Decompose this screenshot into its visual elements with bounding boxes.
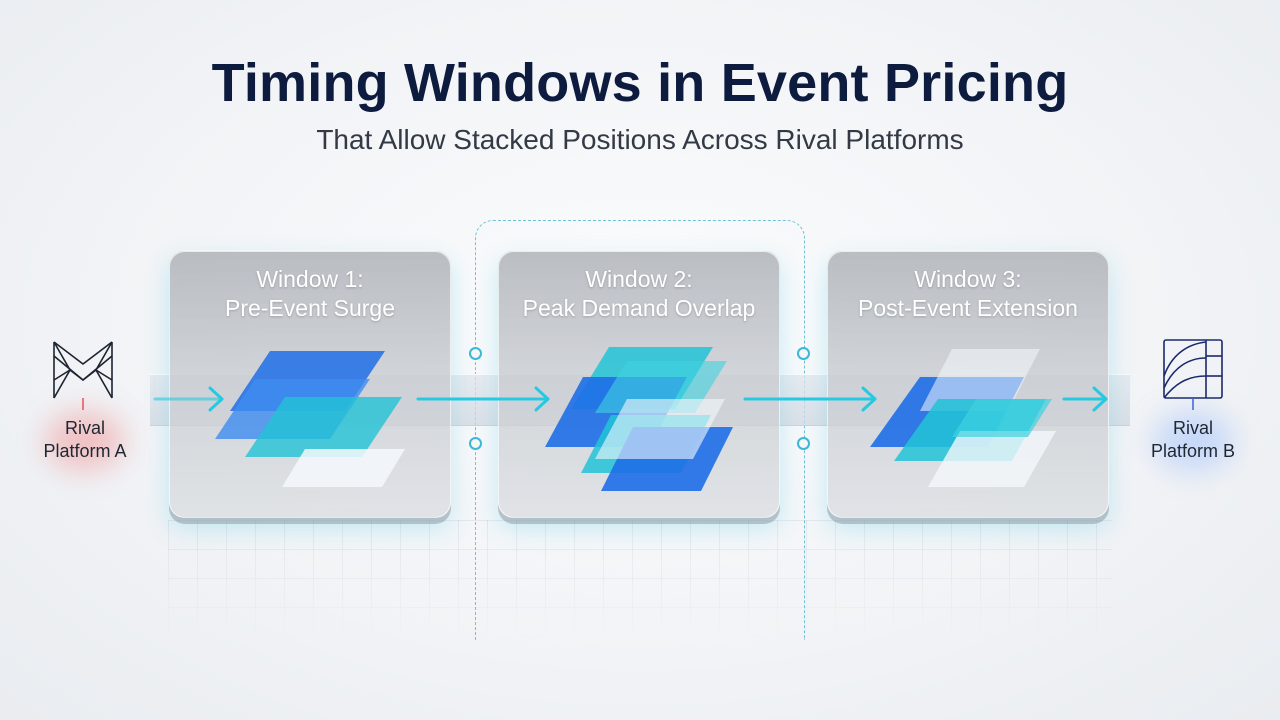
- platform-b: Rival Platform B: [1128, 336, 1258, 471]
- quarter-circle-frame-icon: [1163, 339, 1223, 410]
- window-3-line2: Post-Event Extension: [858, 295, 1078, 321]
- platform-a: Rival Platform A: [20, 336, 150, 471]
- platform-a-line1: Rival: [64, 418, 105, 438]
- stacked-layers-icon: [215, 351, 405, 487]
- window-1-title: Window 1: Pre-Event Surge: [170, 265, 450, 323]
- platform-b-glow: [1153, 411, 1233, 471]
- window-1-line2: Pre-Event Surge: [224, 295, 396, 321]
- window-card-2: Window 2: Peak Demand Overlap: [498, 250, 780, 518]
- platform-b-line2: Platform B: [1150, 441, 1236, 461]
- window-2-line1: Window 2:: [585, 266, 693, 292]
- platform-b-label: Rival Platform B: [1128, 417, 1258, 463]
- diagram-subtitle: That Allow Stacked Positions Across Riva…: [316, 124, 964, 155]
- window-card-3: Window 3: Post-Event Extension: [827, 250, 1109, 518]
- window-3-line1: Window 3:: [914, 266, 1022, 292]
- connector-node: [797, 437, 810, 450]
- window-card-1: Window 1: Pre-Event Surge: [169, 250, 451, 518]
- origami-m-icon: [53, 341, 113, 410]
- platform-b-line1: Rival: [1172, 418, 1213, 438]
- connector-node: [469, 437, 482, 450]
- overlap-dashed-frame: [475, 220, 805, 640]
- connector-node: [797, 347, 810, 360]
- window-2-line2: Peak Demand Overlap: [522, 295, 756, 321]
- stacked-layers-icon: [545, 347, 733, 491]
- platform-a-glow: [45, 411, 125, 471]
- window-1-line1: Window 1:: [256, 266, 364, 292]
- window-2-title: Window 2: Peak Demand Overlap: [499, 265, 779, 323]
- connector-node: [469, 347, 482, 360]
- floor-grid: [168, 520, 1112, 640]
- window-3-title: Window 3: Post-Event Extension: [828, 265, 1108, 323]
- stacked-layers-icon: [870, 349, 1056, 487]
- platform-a-line2: Platform A: [43, 441, 127, 461]
- platform-a-label: Rival Platform A: [20, 417, 150, 463]
- diagram-title: Timing Windows in Event Pricing: [211, 53, 1069, 113]
